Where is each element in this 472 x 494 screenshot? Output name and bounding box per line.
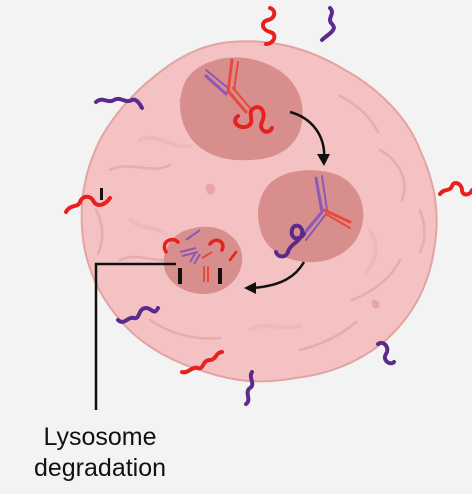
endosome-vesicle-2 <box>258 170 363 262</box>
surface-receptors <box>100 188 103 200</box>
squiggle-ligand-icon <box>378 343 394 363</box>
squiggle-ligand-icon <box>440 183 472 194</box>
squiggle-ligand-icon <box>322 8 334 40</box>
lysosome-degradation-caption: Lysosome degradation <box>0 422 200 484</box>
squiggle-ligand-icon <box>263 8 274 44</box>
caption-line-1: Lysosome <box>0 422 200 453</box>
caption-line-2: degradation <box>0 453 200 484</box>
